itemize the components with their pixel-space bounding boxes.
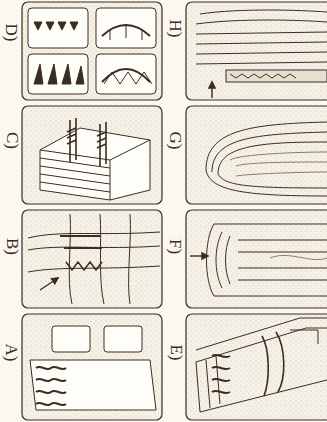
kettle-stitch bbox=[30, 360, 156, 410]
panel-frame bbox=[22, 2, 162, 100]
backing-book bbox=[207, 224, 327, 296]
sewing-detail bbox=[96, 54, 156, 94]
panel-letter: D) bbox=[3, 23, 20, 41]
panel-letter: C) bbox=[4, 132, 21, 149]
panel-frame bbox=[186, 210, 327, 308]
cord-sewing bbox=[28, 214, 160, 304]
cord-sewing bbox=[66, 262, 102, 270]
rounded-spine bbox=[230, 152, 327, 176]
cord-sewing bbox=[28, 232, 160, 272]
sewing-detail bbox=[28, 8, 88, 48]
spine-lining bbox=[196, 10, 327, 64]
backing-book bbox=[190, 255, 208, 256]
cord-sewing bbox=[69, 214, 130, 304]
panel-letter: B) bbox=[4, 238, 21, 255]
sewing-detail bbox=[28, 8, 156, 94]
sewing-detail bbox=[34, 22, 78, 30]
rounded-spine bbox=[206, 122, 327, 196]
panel-frame bbox=[186, 106, 327, 204]
backing-book bbox=[216, 232, 327, 288]
panel-frame bbox=[22, 210, 162, 308]
kettle-stitch bbox=[104, 326, 142, 352]
book-block bbox=[70, 118, 106, 166]
backing-book bbox=[270, 255, 327, 259]
kettle-stitch bbox=[30, 326, 156, 410]
sewing-detail bbox=[96, 8, 156, 48]
panel-frame bbox=[186, 2, 327, 100]
kettle-stitch bbox=[36, 367, 66, 405]
spine-lining bbox=[196, 10, 327, 98]
panel-frame bbox=[22, 314, 162, 420]
book-block bbox=[40, 128, 150, 200]
sewing-detail bbox=[104, 72, 152, 84]
spine-lining bbox=[230, 74, 296, 78]
spine-bands bbox=[212, 355, 230, 393]
spine-bands bbox=[206, 356, 220, 408]
spine-lining bbox=[211, 82, 212, 98]
sewing-detail bbox=[34, 64, 84, 84]
sewing-detail bbox=[28, 54, 88, 94]
book-block bbox=[67, 128, 106, 148]
spine-bands bbox=[290, 330, 318, 344]
spine-bands bbox=[262, 332, 284, 396]
panel-letter: G) bbox=[167, 131, 184, 149]
panel-frame bbox=[22, 106, 162, 204]
backing-book bbox=[190, 224, 327, 296]
cord-sewing bbox=[60, 236, 102, 248]
panel-frame bbox=[22, 2, 327, 420]
spine-lining bbox=[226, 70, 327, 82]
panel-letter: E) bbox=[167, 344, 184, 360]
panel-letter: H) bbox=[167, 19, 184, 37]
cord-sewing bbox=[40, 278, 58, 290]
book-block bbox=[40, 118, 150, 200]
book-block bbox=[40, 140, 150, 200]
kettle-stitch bbox=[52, 326, 90, 352]
panel-letter: F) bbox=[168, 238, 185, 253]
spine-bands bbox=[196, 318, 327, 412]
panel-frame bbox=[186, 314, 327, 420]
panel-letter: A) bbox=[3, 343, 20, 361]
rounded-spine bbox=[206, 122, 327, 174]
spine-bands bbox=[196, 318, 327, 412]
sewing-detail bbox=[110, 24, 142, 40]
